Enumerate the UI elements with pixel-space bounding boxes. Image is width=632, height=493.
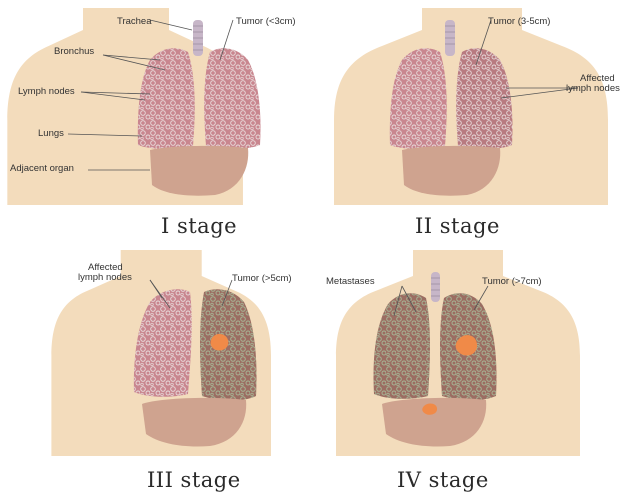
tumor-label: Tumor (3-5cm) [488,16,550,27]
stage-1-illustration [0,0,316,246]
bronchus-label: Bronchus [54,46,94,57]
lungs-label: Lungs [38,128,64,139]
tumor-label: Tumor (>7cm) [482,276,542,287]
stage-3-title: III stage [147,468,241,492]
stage-2-illustration [316,0,632,246]
lymph-nodes-label: Lymph nodes [18,86,75,97]
right-lung-lymph [204,48,260,149]
stage-3-panel: Affected lymph nodes Tumor (>5cm) III st… [0,246,316,492]
trachea-label: Trachea [117,16,152,27]
trachea-icon [431,272,440,302]
affected-lymph-nodes-label-line2: lymph nodes [78,272,132,283]
stage-1-panel: Trachea Tumor (<3cm) Bronchus Lymph node… [0,0,316,246]
stage-4-title: IV stage [397,468,489,492]
adjacent-organ-label: Adjacent organ [10,163,74,174]
stage-4-panel: Metastases Tumor (>7cm) IV stage [316,246,632,492]
stage-2-title: II stage [415,214,500,238]
metastases-label: Metastases [326,276,375,287]
stage-2-panel: Tumor (3-5cm) Affected lymph nodes II st… [316,0,632,246]
affected-lymph-nodes-label-line2: lymph nodes [566,83,620,94]
tumor-label: Tumor (>5cm) [232,273,292,284]
tumor-label: Tumor (<3cm) [236,16,296,27]
tumor [211,334,229,350]
stage-1-title: I stage [161,214,237,238]
